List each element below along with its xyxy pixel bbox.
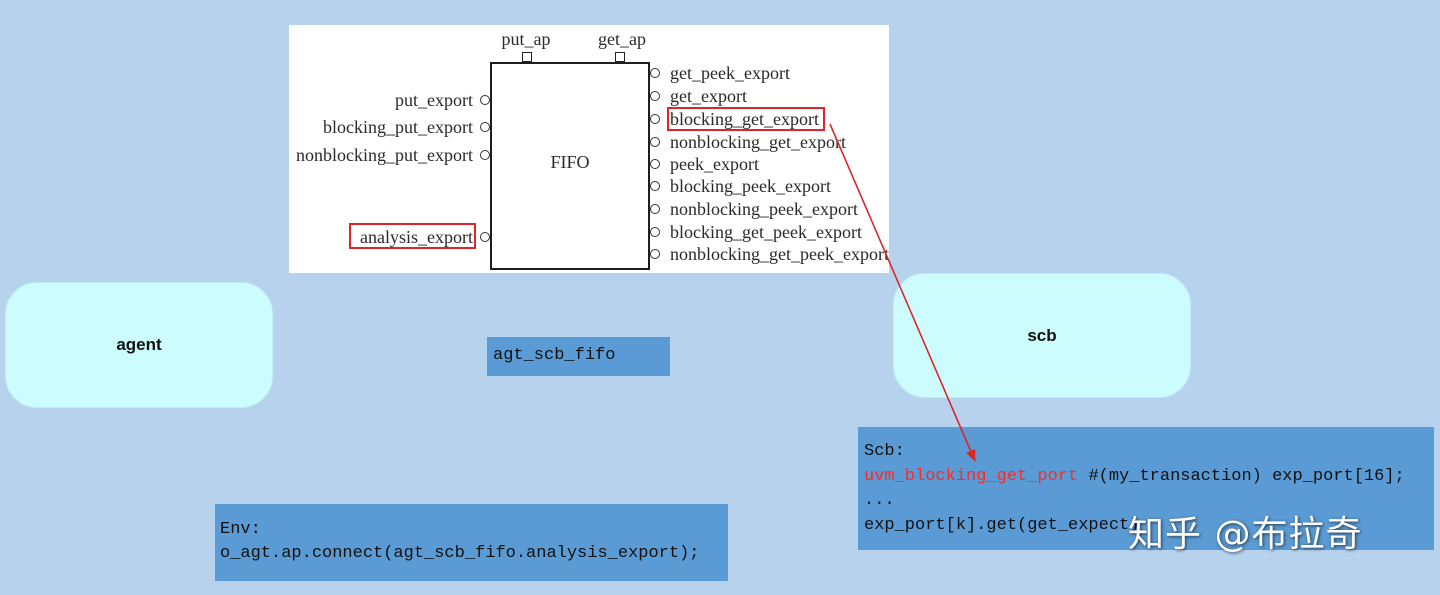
scb-block: scb xyxy=(893,273,1191,398)
fifo-figure-panel: FIFO put_ap get_ap put_export blocking_p… xyxy=(289,25,889,273)
right-port-label-peek-export: peek_export xyxy=(670,154,759,174)
port-circle-icon xyxy=(650,68,660,78)
port-circle-icon xyxy=(650,91,660,101)
scb-code-ellipsis: ... xyxy=(864,491,895,510)
fifo-component-box xyxy=(490,62,650,270)
agent-block: agent xyxy=(5,282,273,408)
fifo-label: FIFO xyxy=(550,152,590,172)
scb-code-port-declaration: uvm_blocking_get_port #(my_transaction) … xyxy=(864,465,1434,490)
port-circle-icon xyxy=(480,122,490,132)
env-code-box: Env: o_agt.ap.connect(agt_scb_fifo.analy… xyxy=(215,504,728,581)
right-port-label-blocking-peek-export: blocking_peek_export xyxy=(670,176,831,196)
scb-code-port-type: uvm_blocking_get_port xyxy=(864,466,1079,486)
port-circle-icon xyxy=(650,249,660,259)
right-port-label-nonblocking-get-peek-export: nonblocking_get_peek_export xyxy=(670,244,889,264)
port-circle-icon xyxy=(650,204,660,214)
highlight-box-analysis-export xyxy=(349,223,476,249)
port-square-icon xyxy=(615,52,625,62)
left-port-label-nonblocking-put-export: nonblocking_put_export xyxy=(296,145,473,165)
port-circle-icon xyxy=(480,232,490,242)
right-port-label-blocking-get-export: blocking_get_export xyxy=(670,109,819,129)
port-circle-icon xyxy=(650,227,660,237)
port-square-icon xyxy=(522,52,532,62)
right-port-label-blocking-get-peek-export: blocking_get_peek_export xyxy=(670,222,862,242)
right-port-label-nonblocking-get-export: nonblocking_get_export xyxy=(670,132,846,152)
right-port-label-get-export: get_export xyxy=(670,86,747,106)
port-circle-icon xyxy=(480,150,490,160)
env-code-title: Env: xyxy=(220,520,261,539)
scb-code-get-call: exp_port[k].get(get_expect) xyxy=(864,515,1140,535)
scb-code-port-declaration-rest: #(my_transaction) exp_port[16]; xyxy=(1078,466,1405,486)
left-port-label-blocking-put-export: blocking_put_export xyxy=(323,117,473,137)
env-code-connect-line: o_agt.ap.connect(agt_scb_fifo.analysis_e… xyxy=(220,544,700,563)
scb-code-title: Scb: xyxy=(864,442,905,461)
agent-label: agent xyxy=(116,335,162,354)
left-port-label-analysis-export: analysis_export xyxy=(360,227,473,247)
port-circle-icon xyxy=(650,137,660,147)
port-circle-icon xyxy=(650,114,660,124)
scb-label: scb xyxy=(1027,325,1057,345)
port-circle-icon xyxy=(650,181,660,191)
fifo-instance-label: agt_scb_fifo xyxy=(493,346,616,365)
port-circle-icon xyxy=(480,95,490,105)
right-port-label-get-peek-export: get_peek_export xyxy=(670,63,790,83)
top-port-label-put-ap: put_ap xyxy=(501,29,551,49)
highlight-box-blocking-get-export xyxy=(667,107,825,131)
fifo-instance-box: agt_scb_fifo xyxy=(487,337,670,376)
right-port-label-nonblocking-peek-export: nonblocking_peek_export xyxy=(670,199,858,219)
watermark: 知乎 @布拉奇 xyxy=(1128,514,1363,555)
port-circle-icon xyxy=(650,159,660,169)
top-port-label-get-ap: get_ap xyxy=(598,29,646,49)
left-port-label-put-export: put_export xyxy=(395,90,473,110)
